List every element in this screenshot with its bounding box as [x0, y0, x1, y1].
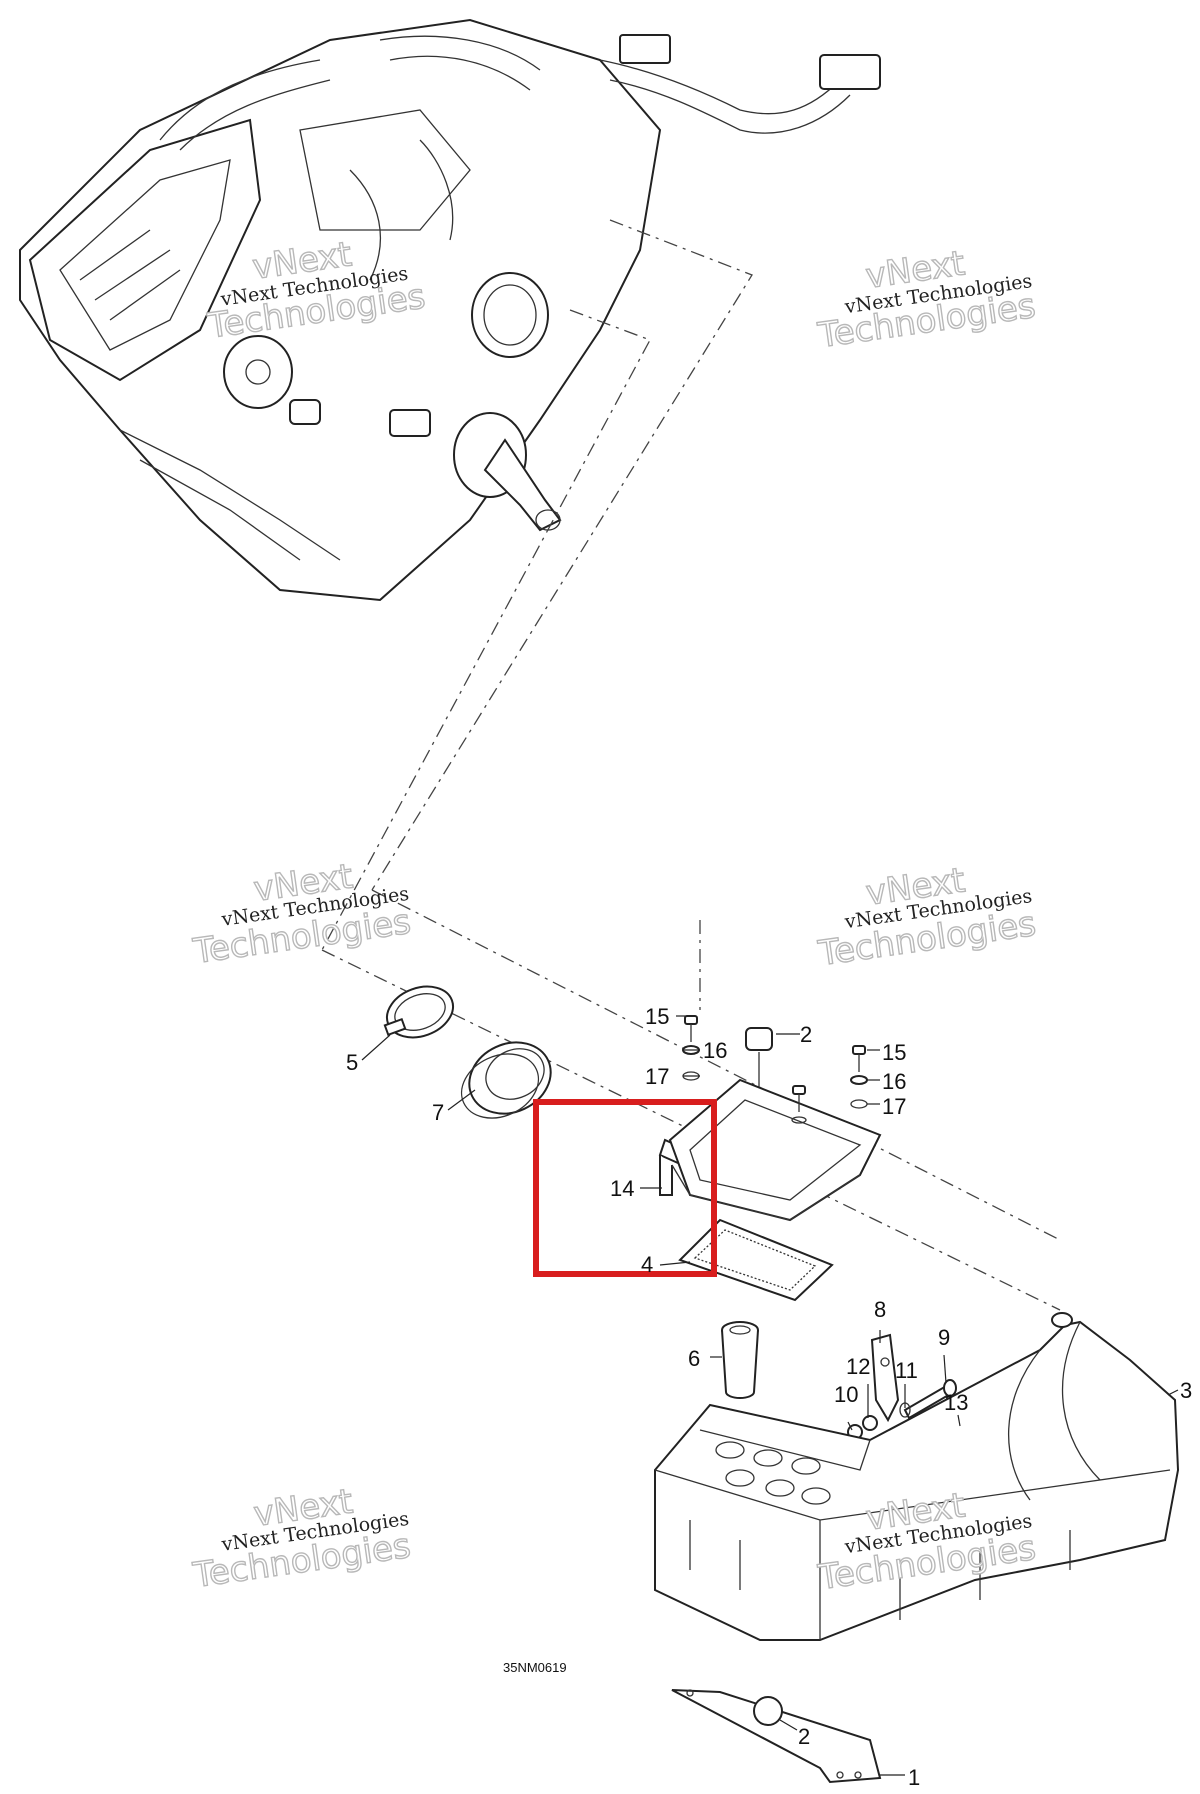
callout-16-right: 16 [882, 1069, 906, 1094]
callout-2-bottom: 2 [798, 1724, 810, 1749]
callout-11: 11 [895, 1358, 918, 1383]
callout-14: 14 [610, 1176, 634, 1201]
callout-17-right: 17 [882, 1094, 906, 1119]
callout-numbers: 15 16 17 2 15 16 17 5 7 14 4 8 9 6 12 11… [346, 1004, 1192, 1790]
callout-16-left: 16 [703, 1038, 727, 1063]
screw-set-left [682, 1015, 700, 1081]
clamp-part-5 [383, 985, 454, 1039]
watermark-mid-left: vNext Technologies vNext Technologies [190, 856, 414, 973]
airbox-cover [668, 1078, 882, 1222]
watermark-top-right: vNext Technologies vNext Technologies [814, 243, 1038, 357]
callout-17-left: 17 [645, 1064, 669, 1089]
bottom-bracket-part-1 [671, 1689, 882, 1784]
callout-7: 7 [432, 1100, 444, 1125]
callout-4: 4 [641, 1252, 653, 1277]
callout-2-top: 2 [800, 1022, 812, 1047]
adapter-part-7 [460, 1041, 552, 1119]
watermark-bottom-left: vNext Technologies vNext Technologies [190, 1481, 414, 1597]
callout-6: 6 [688, 1346, 700, 1371]
watermark-mid-right: vNext Technologies vNext Technologies [815, 860, 1039, 975]
callout-12: 12 [846, 1354, 870, 1379]
figure-code: 35NM0619 [503, 1660, 567, 1675]
callout-5: 5 [346, 1050, 358, 1075]
callout-15-left: 15 [645, 1004, 669, 1029]
callout-13: 13 [944, 1390, 968, 1415]
highlight-box-part-14 [533, 1099, 717, 1277]
engine-assembly [19, 18, 881, 602]
callout-10: 10 [834, 1382, 858, 1407]
callout-3: 3 [1180, 1378, 1192, 1403]
screw-set-right [791, 1045, 868, 1124]
sleeve-part-6 [721, 1321, 759, 1399]
callout-9: 9 [938, 1325, 950, 1350]
filter-part-4 [678, 1218, 834, 1302]
plate-part-8 [870, 1333, 900, 1423]
airbox-part-3 [654, 1312, 1180, 1641]
leader-lines [361, 1015, 1179, 1776]
callout-15-right: 15 [882, 1040, 906, 1065]
callout-1: 1 [908, 1765, 920, 1790]
callout-8: 8 [874, 1297, 886, 1322]
